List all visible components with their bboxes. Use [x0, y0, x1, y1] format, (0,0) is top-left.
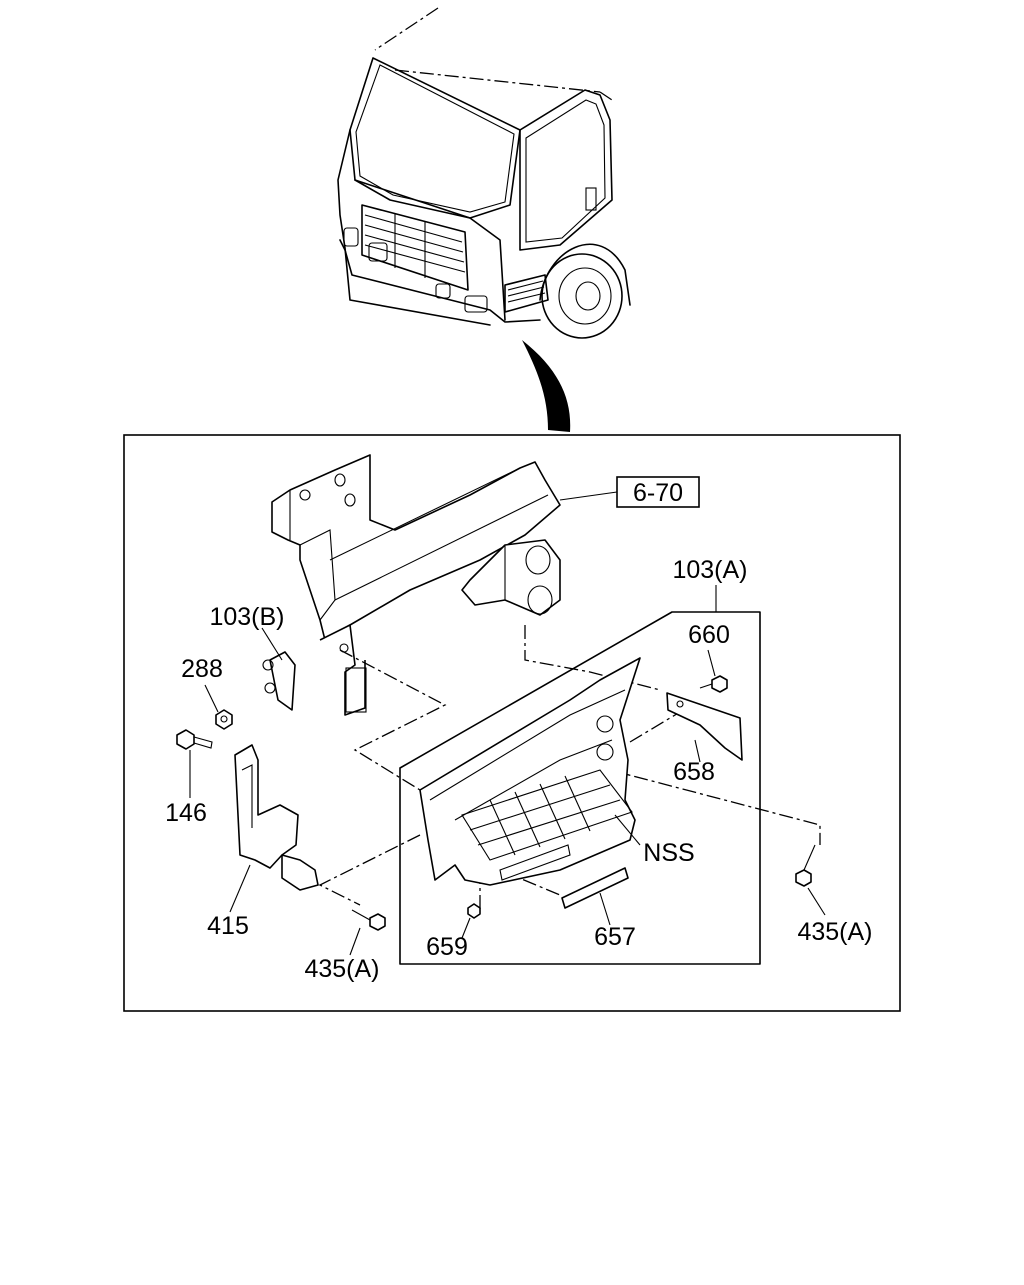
part-435a-screw-left	[351, 909, 386, 931]
label-103b: 103(B)	[209, 603, 284, 631]
label-660: 660	[688, 621, 730, 649]
step-assembly	[419, 657, 641, 886]
part-435a-screw-right	[795, 844, 816, 887]
label-103a: 103(A)	[672, 556, 747, 584]
label-435a-right: 435(A)	[797, 918, 872, 946]
part-146-bolt	[176, 729, 213, 750]
assembly-103a-box	[399, 611, 761, 965]
leader-lines	[189, 585, 826, 956]
label-658: 658	[673, 758, 715, 786]
part-415-bracket	[234, 744, 319, 891]
part-660-bolt	[699, 675, 728, 693]
label-415: 415	[207, 912, 249, 940]
reference-6-70[interactable]: 6-70	[559, 476, 700, 508]
part-288-nut	[215, 709, 233, 730]
truck-cab-illustration	[337, 7, 631, 432]
part-657-strip	[561, 867, 629, 909]
chassis-bracket	[271, 454, 561, 716]
label-146: 146	[165, 799, 207, 827]
detail-frame	[123, 434, 901, 1012]
part-658-bracket	[666, 692, 743, 761]
label-659: 659	[426, 933, 468, 961]
label-435a-left: 435(A)	[304, 955, 379, 983]
part-659-nut	[467, 903, 481, 919]
label-288: 288	[181, 655, 223, 683]
label-657: 657	[594, 923, 636, 951]
label-nss: NSS	[643, 839, 694, 867]
reference-6-70-label: 6-70	[633, 479, 683, 507]
part-103b	[262, 651, 296, 711]
